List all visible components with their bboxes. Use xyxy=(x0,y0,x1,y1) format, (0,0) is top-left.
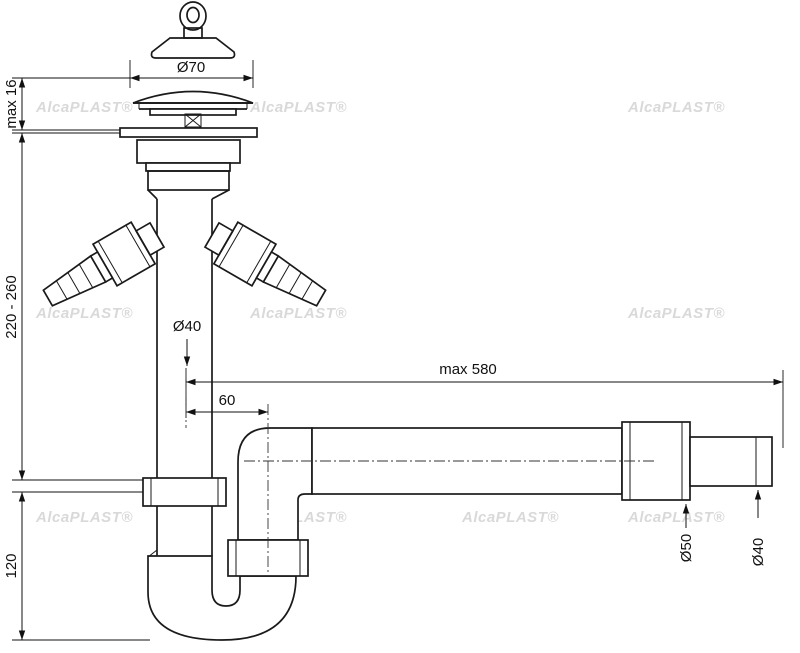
strainer-flange xyxy=(119,90,258,200)
plug-diameter-label: Ø70 xyxy=(177,59,205,76)
watermark-text: AlcaPLAST® xyxy=(249,99,347,116)
trap-inlet-nut xyxy=(142,477,227,507)
left-hose-connector xyxy=(42,221,166,307)
watermark-text: AlcaPLAST® xyxy=(35,509,133,526)
collar-grip xyxy=(136,139,241,164)
dimension-hose-length: max 580 xyxy=(185,361,784,448)
outlet-pipe-diameter-label: Ø40 xyxy=(750,538,767,566)
outlet-pipe xyxy=(689,436,773,487)
strainer-dome xyxy=(132,90,254,104)
pipe-diameter-label: Ø40 xyxy=(173,318,201,335)
barbed-nipple xyxy=(262,254,327,307)
outlet-nut-diameter-label: Ø50 xyxy=(678,534,695,562)
watermark-text: AlcaPLAST® xyxy=(627,99,725,116)
trap-inlet-tube xyxy=(156,506,213,556)
elbow-offset-label: 60 xyxy=(219,392,236,409)
dimension-strainer-height: max 16 xyxy=(3,77,130,131)
plug-with-ring xyxy=(150,1,236,59)
hose-length-label: max 580 xyxy=(439,361,497,378)
barbed-nipple xyxy=(42,254,107,307)
trap-depth-label: 120 xyxy=(3,553,20,578)
label-outlet-nut-diameter: Ø50 xyxy=(678,504,695,562)
watermark-text: AlcaPLAST® xyxy=(627,305,725,322)
center-screw xyxy=(184,113,202,128)
u-trap xyxy=(147,549,297,641)
watermark-text: AlcaPLAST® xyxy=(461,509,559,526)
strainer-ring xyxy=(149,108,237,116)
watermark-text: AlcaPLAST® xyxy=(627,509,725,526)
sink-flange-plate xyxy=(119,127,258,138)
dimension-plug-diameter: Ø70 xyxy=(129,59,254,88)
u-trap-body xyxy=(147,555,297,641)
strainer-height-label: max 16 xyxy=(3,79,20,128)
label-pipe-diameter: Ø40 xyxy=(173,318,201,366)
nut-knurling xyxy=(150,477,219,507)
dimension-elbow-offset: 60 xyxy=(185,392,268,418)
plug-ring-inner xyxy=(186,6,200,24)
label-outlet-pipe-diameter: Ø40 xyxy=(750,490,767,566)
collar-ring xyxy=(145,162,231,172)
dimension-inlet-height: 220 - 260 xyxy=(3,132,143,481)
locking-nut xyxy=(147,170,230,191)
inlet-pipe xyxy=(156,199,213,478)
centerlines xyxy=(185,368,656,572)
watermark-text: AlcaPLAST® xyxy=(35,99,133,116)
inlet-height-label: 220 - 260 xyxy=(3,275,20,338)
plug-stopper xyxy=(150,37,236,59)
dimension-trap-depth: 120 xyxy=(3,491,150,641)
right-hose-connector xyxy=(203,221,327,307)
watermark-text: AlcaPLAST® xyxy=(249,305,347,322)
watermark-text: AlcaPLAST® xyxy=(35,305,133,322)
